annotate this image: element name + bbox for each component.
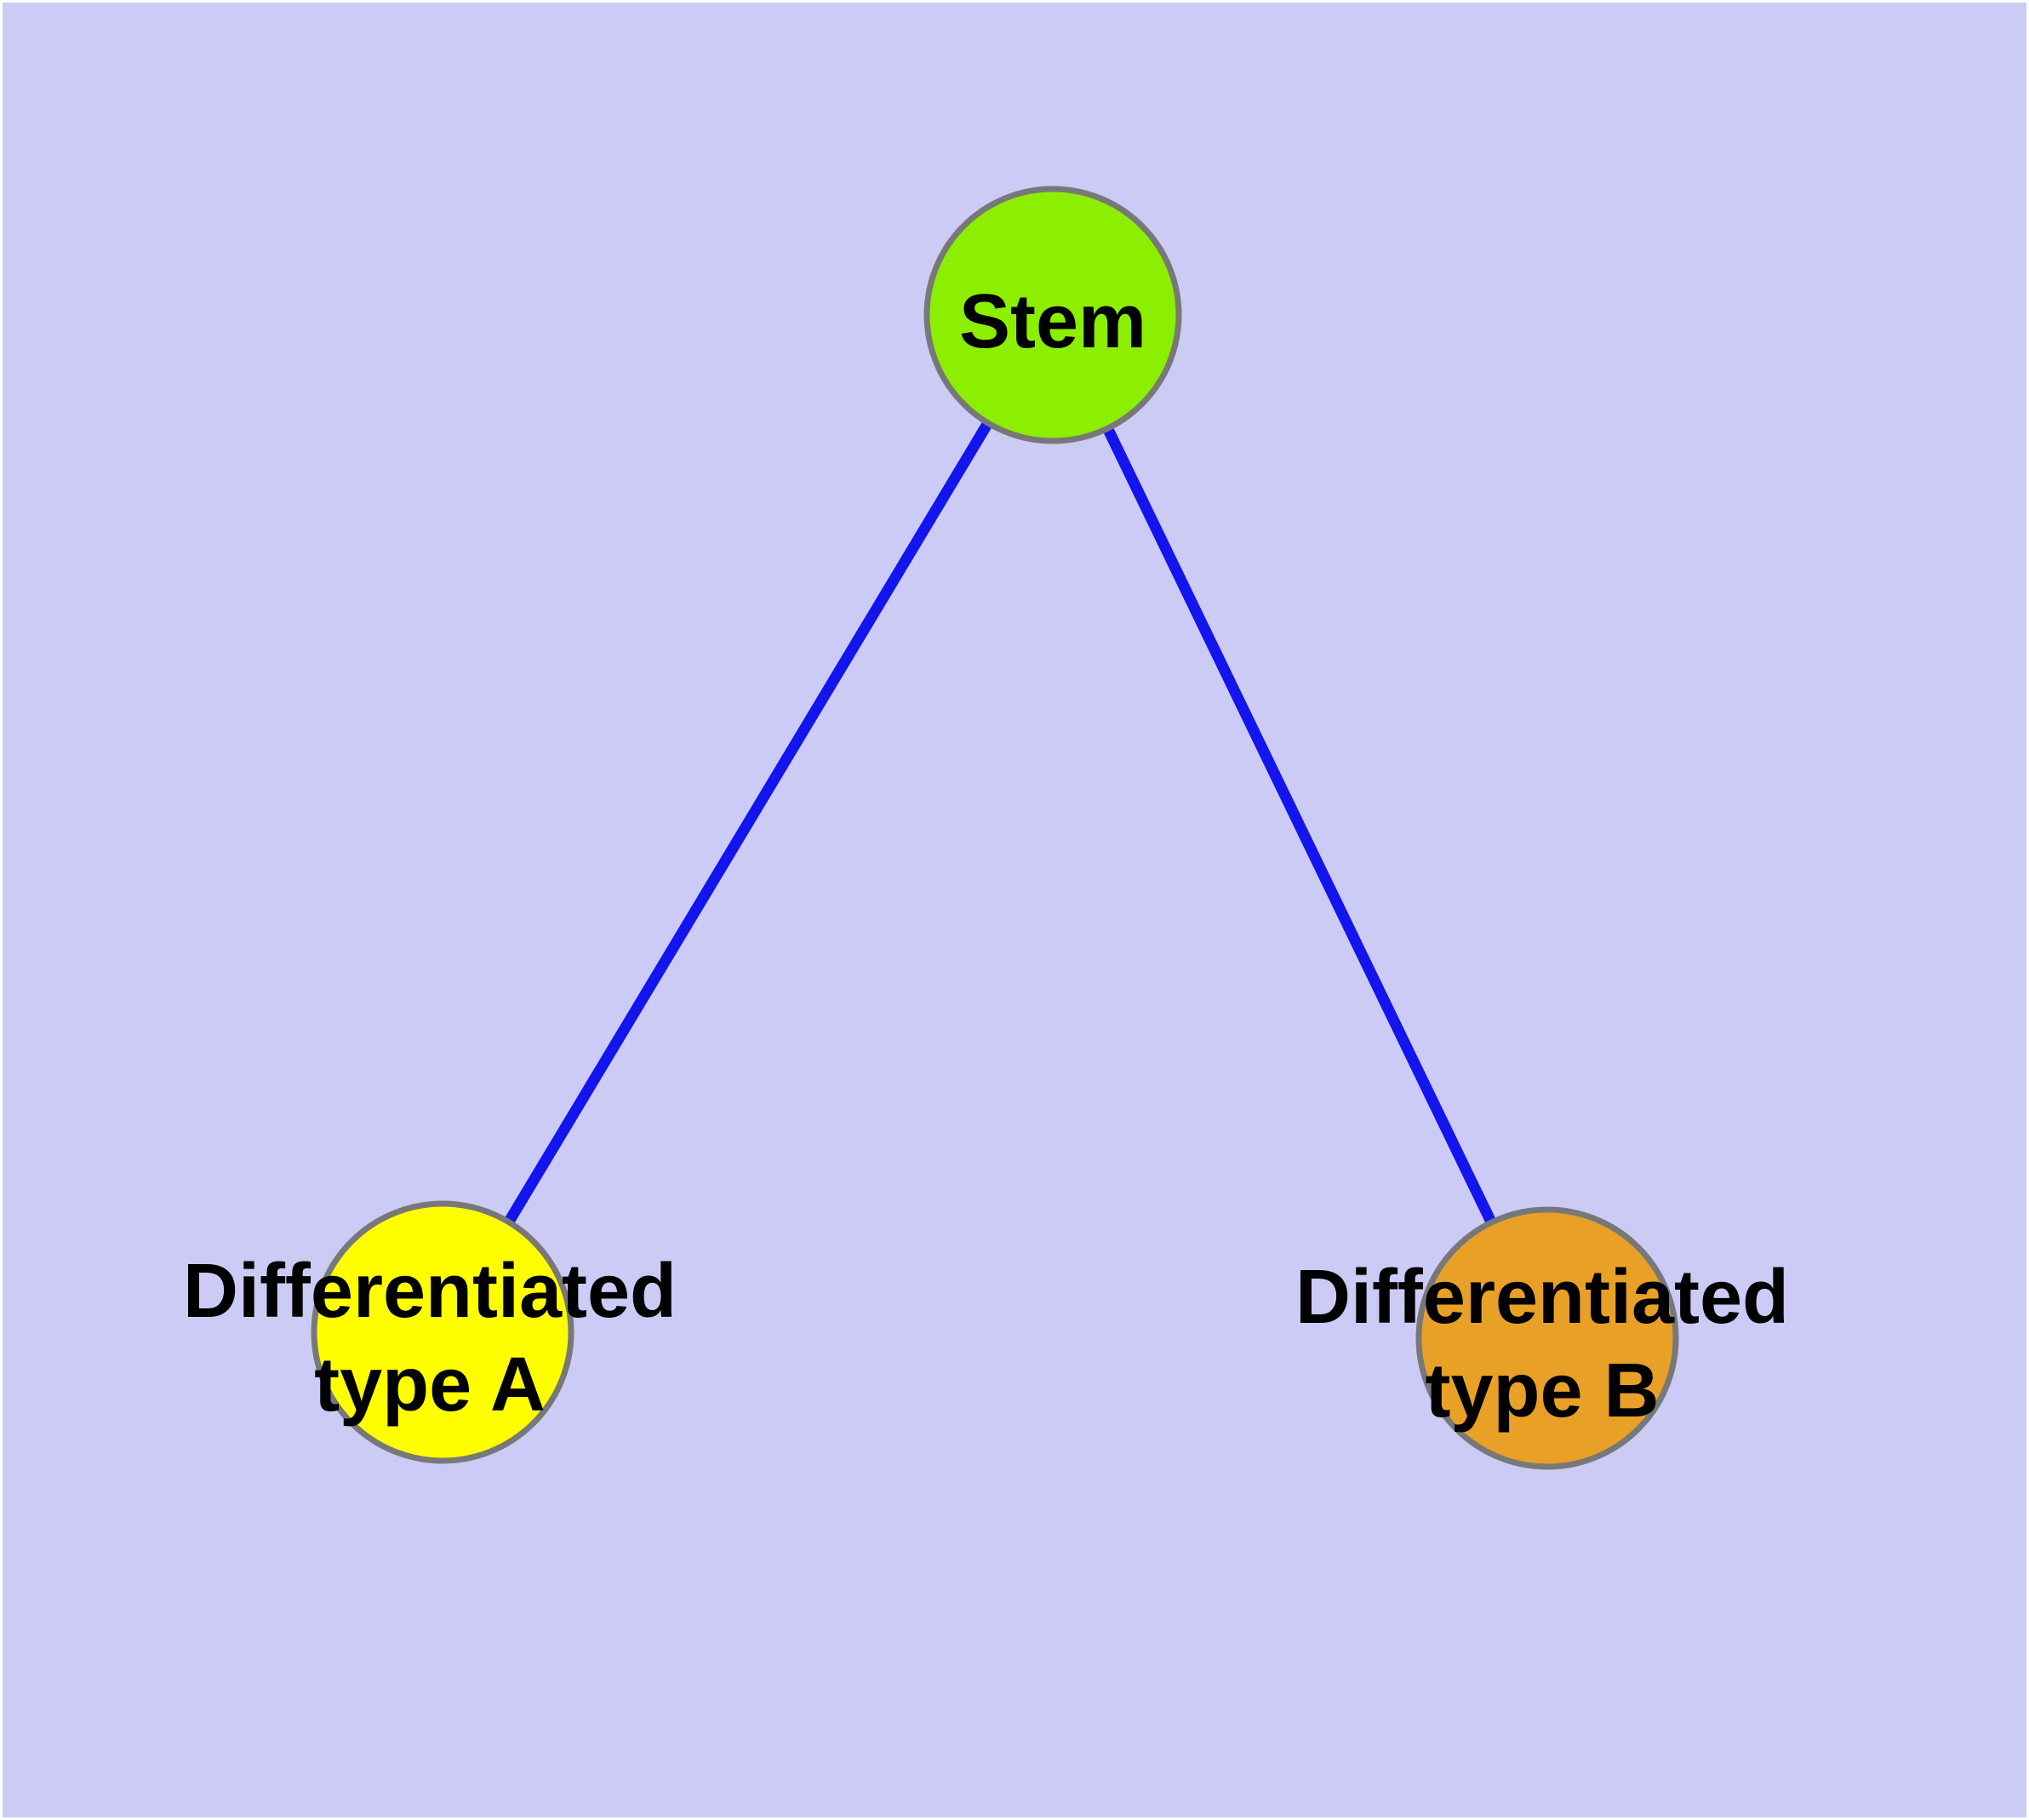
node-type-b-label-line1: Differentiated [1295, 1255, 1789, 1340]
node-type-a-label-line1: Differentiated [183, 1249, 677, 1334]
node-stem-label: Stem [959, 279, 1146, 364]
node-differentiated-type-b: Differentiated type B [1295, 1206, 1789, 1470]
node-differentiated-type-a: Differentiated type A [183, 1200, 677, 1464]
node-type-a-circle [311, 1200, 574, 1464]
edge-stem-to-type-a [437, 312, 1058, 1336]
edge-stem-to-type-b [1048, 312, 1552, 1341]
node-type-a-label-line2: type A [314, 1342, 546, 1428]
node-type-b-label-line2: type B [1425, 1348, 1659, 1434]
node-stem-circle [923, 186, 1182, 444]
node-stem: Stem [923, 186, 1182, 444]
edges [437, 312, 1552, 1341]
node-type-b-circle [1415, 1206, 1679, 1470]
